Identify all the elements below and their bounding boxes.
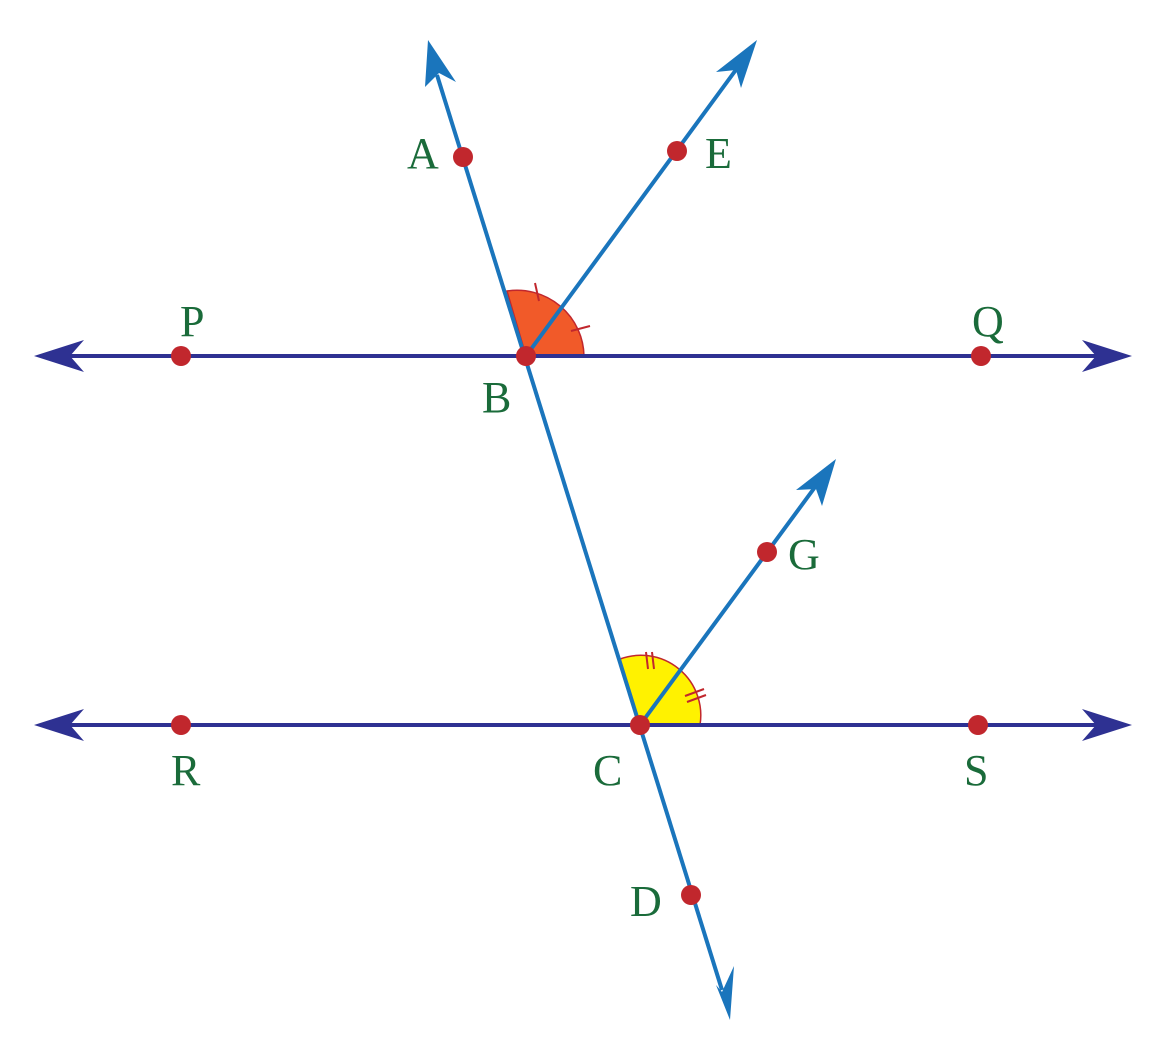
angle-c-ticks xyxy=(645,651,707,703)
angle-bcg-fill xyxy=(619,654,702,726)
point-d xyxy=(681,885,701,905)
arrowhead-left-pq xyxy=(34,340,84,372)
label-p: P xyxy=(180,297,204,346)
angle-b-ticks xyxy=(534,282,591,332)
transversal-ad xyxy=(425,40,734,1020)
arrowhead-right-pq xyxy=(1082,340,1132,372)
line-rs xyxy=(34,709,1132,741)
point-q xyxy=(971,346,991,366)
ray-cg xyxy=(638,459,836,727)
arrowhead-left-rs xyxy=(34,709,84,741)
point-s xyxy=(968,715,988,735)
points xyxy=(171,141,991,905)
label-q: Q xyxy=(972,297,1004,346)
label-e: E xyxy=(705,129,732,178)
arrowhead-right-rs xyxy=(1082,709,1132,741)
point-c xyxy=(630,715,650,735)
label-r: R xyxy=(171,746,201,795)
label-b: B xyxy=(482,373,511,422)
arrowhead-g xyxy=(796,459,836,506)
label-s: S xyxy=(964,746,988,795)
angle-abe-fill xyxy=(506,289,585,357)
point-g xyxy=(757,542,777,562)
label-g: G xyxy=(788,530,820,579)
arrowhead-e xyxy=(716,40,757,88)
line-pq xyxy=(34,340,1132,372)
point-a xyxy=(453,147,473,167)
point-e xyxy=(667,141,687,161)
point-b xyxy=(516,346,536,366)
point-p xyxy=(171,346,191,366)
point-r xyxy=(171,715,191,735)
label-d: D xyxy=(630,877,662,926)
arrowhead-d xyxy=(716,966,734,1020)
ray-be xyxy=(524,40,757,358)
label-c: C xyxy=(593,746,622,795)
label-a: A xyxy=(407,129,439,178)
arrowhead-a xyxy=(425,40,456,87)
